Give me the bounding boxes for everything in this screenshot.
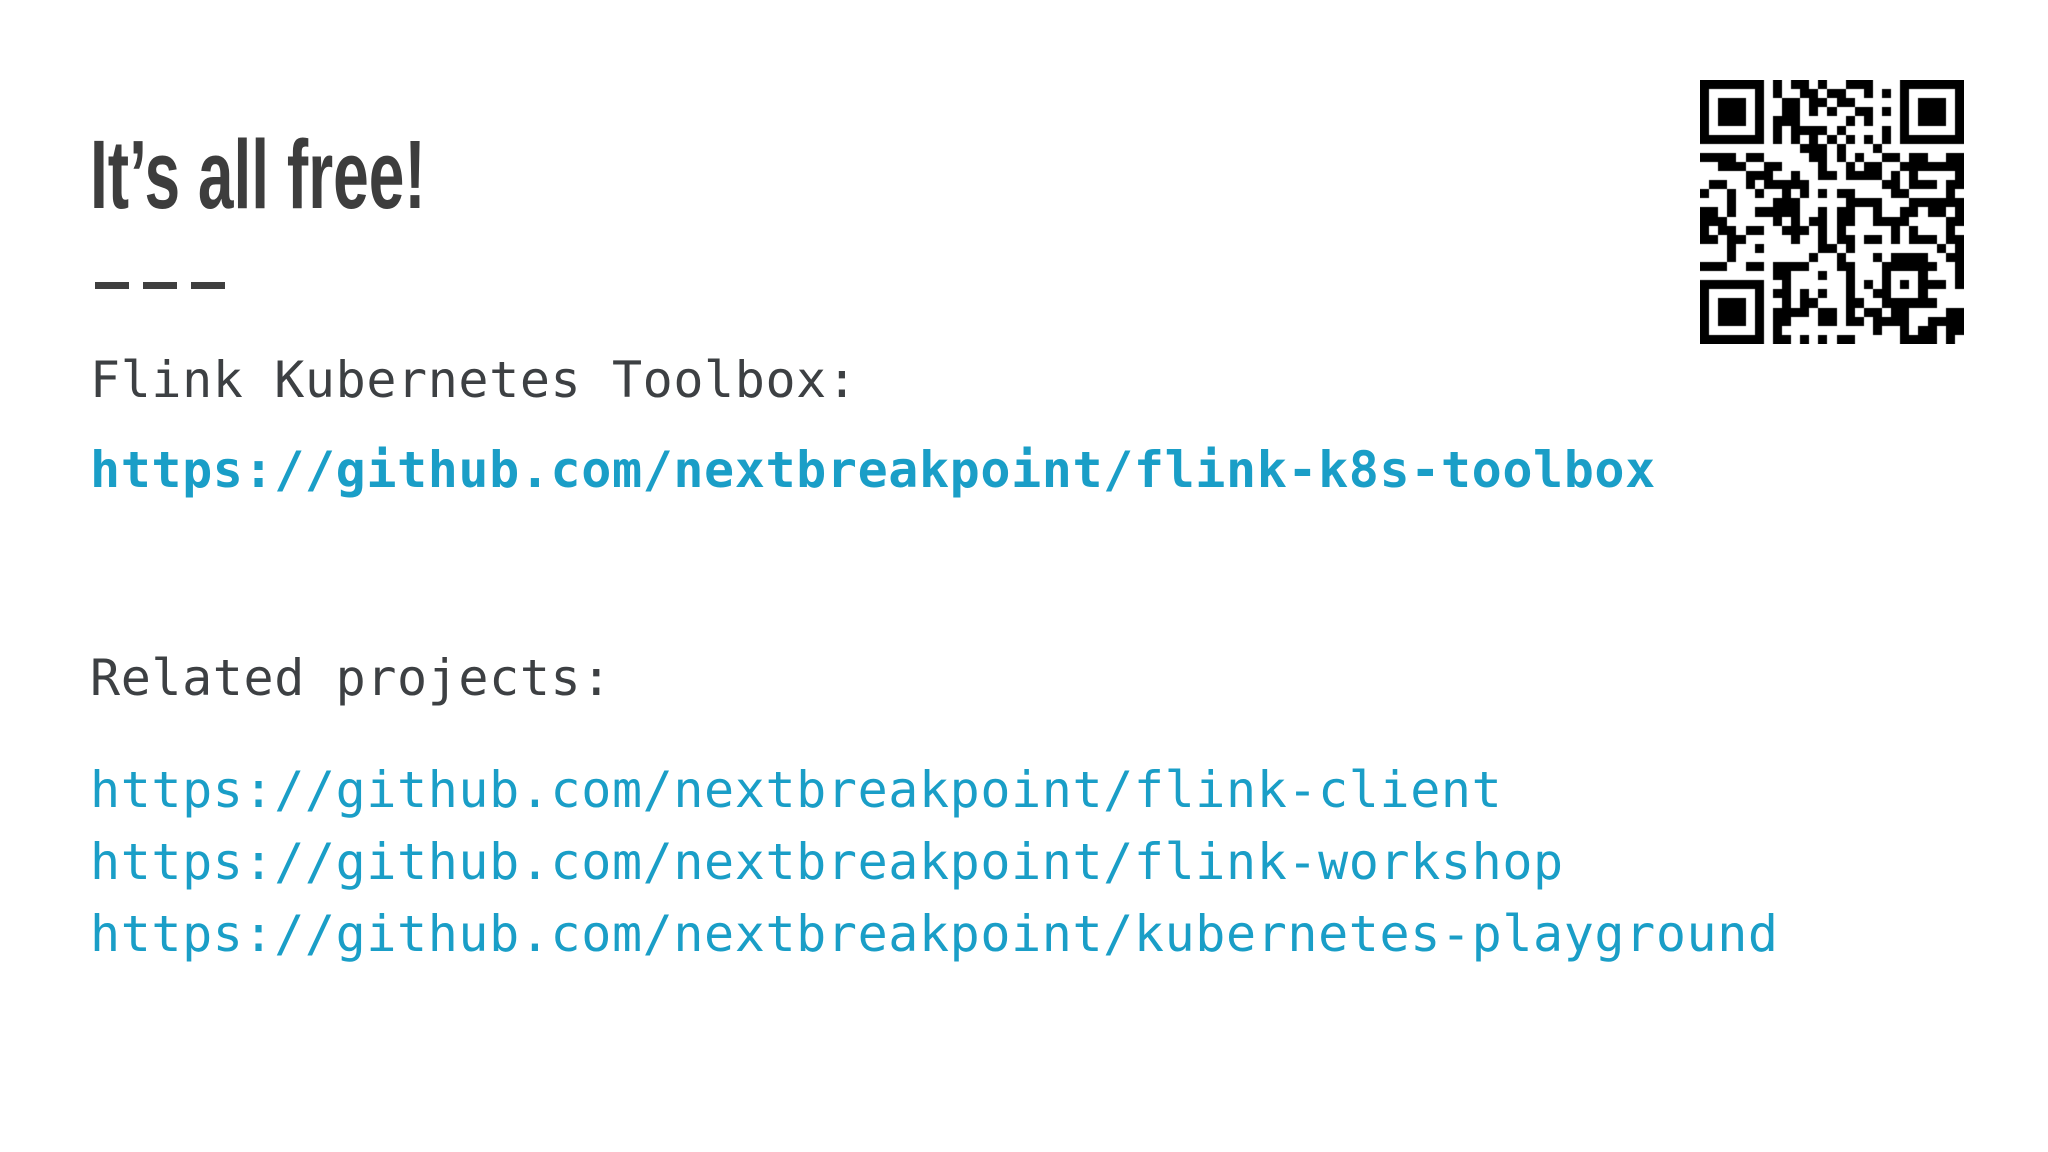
related-link-flink-workshop[interactable]: https://github.com/nextbreakpoint/flink-… [90,833,1564,891]
divider-dash [191,282,225,289]
toolbox-label: Flink Kubernetes Toolbox: [90,351,858,409]
qr-code-image [1700,80,1964,344]
toolbox-link[interactable]: https://github.com/nextbreakpoint/flink-… [90,441,1656,499]
related-projects-label: Related projects: [90,649,612,707]
related-links-list: https://github.com/nextbreakpoint/flink-… [90,754,1779,970]
related-link-kubernetes-playground[interactable]: https://github.com/nextbreakpoint/kubern… [90,905,1779,963]
divider-dash [95,282,129,289]
divider-dash [143,282,177,289]
related-link-flink-client[interactable]: https://github.com/nextbreakpoint/flink-… [90,761,1503,819]
title-divider [95,282,225,289]
slide-title: It’s all free! [90,120,426,229]
